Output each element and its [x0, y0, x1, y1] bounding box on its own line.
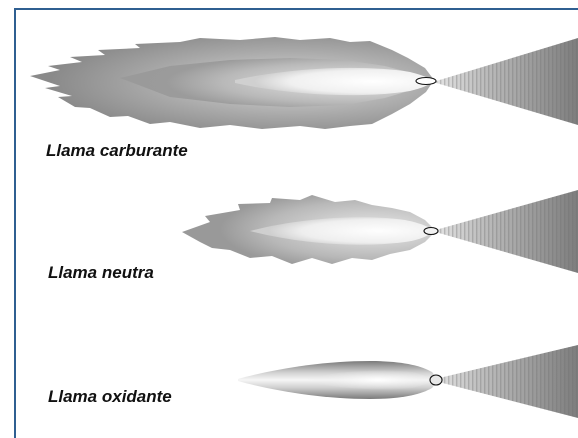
flame-label: Llama carburante: [46, 141, 188, 160]
flame-label: Llama oxidante: [48, 387, 172, 406]
flame-inner-cone: [430, 375, 442, 385]
flame-inner-cone: [416, 78, 436, 85]
flame-inner-cone: [424, 228, 438, 235]
flame-label: Llama neutra: [48, 263, 154, 282]
